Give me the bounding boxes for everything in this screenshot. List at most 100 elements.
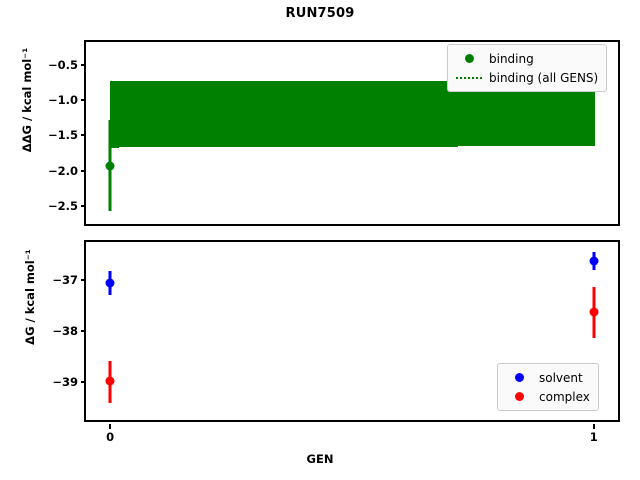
all-gens-band <box>287 80 297 147</box>
legend-item-complex: complex <box>506 387 590 406</box>
x-tick-mark <box>592 424 595 429</box>
all-gens-band <box>400 80 410 147</box>
y-tick-label: −0.5 <box>47 57 78 72</box>
all-gens-band <box>448 80 458 147</box>
all-gens-band <box>384 80 394 147</box>
all-gens-band <box>174 80 184 148</box>
bottom-panel-legend: solvent complex <box>497 363 599 411</box>
all-gens-band <box>279 80 289 147</box>
all-gens-band <box>190 80 200 148</box>
all-gens-band <box>352 80 362 147</box>
all-gens-band <box>376 80 386 147</box>
y-tick-label: −1.0 <box>47 93 78 108</box>
all-gens-band <box>182 80 192 148</box>
x-tick-label: 1 <box>589 430 598 444</box>
solvent-marker-icon <box>506 373 532 382</box>
legend-item-binding: binding <box>456 49 598 68</box>
all-gens-band <box>134 80 144 148</box>
legend-item-binding-all-gens: binding (all GENS) <box>456 68 598 87</box>
all-gens-band <box>529 80 539 147</box>
all-gens-band <box>569 80 579 147</box>
all-gens-band <box>231 80 241 148</box>
all-gens-band <box>553 80 563 147</box>
all-gens-band <box>271 80 281 148</box>
all-gens-band <box>295 80 305 147</box>
all-gens-band <box>464 80 474 147</box>
all-gens-band <box>360 80 370 147</box>
y-tick-label: −37 <box>52 273 78 288</box>
all-gens-band <box>521 80 531 147</box>
figure-title: RUN7509 <box>285 6 355 21</box>
legend-label-binding: binding <box>489 51 534 66</box>
x-tick-label: 0 <box>106 430 115 444</box>
y-tick-label: −2.5 <box>47 199 78 214</box>
all-gens-band <box>440 80 450 147</box>
legend-label-complex: complex <box>539 389 590 404</box>
all-gens-band <box>513 80 523 147</box>
all-gens-band <box>319 80 329 147</box>
top-panel-plot-area <box>86 42 618 224</box>
complex-marker-icon <box>506 392 532 401</box>
legend-label-binding-all-gens: binding (all GENS) <box>489 70 599 85</box>
all-gens-band <box>456 80 466 147</box>
all-gens-band <box>247 80 257 148</box>
all-gens-band <box>206 80 216 148</box>
all-gens-band <box>335 80 345 147</box>
bottom-panel-axes: solvent complex <box>84 240 620 422</box>
legend-label-solvent: solvent <box>539 370 583 385</box>
all-gens-band <box>472 80 482 147</box>
all-gens-band <box>432 80 442 147</box>
all-gens-band <box>150 80 160 148</box>
all-gens-band <box>343 80 353 147</box>
all-gens-band <box>158 80 168 148</box>
all-gens-band <box>585 80 595 147</box>
all-gens-band <box>545 80 555 147</box>
all-gens-band <box>303 80 313 147</box>
all-gens-band <box>198 80 208 148</box>
all-gens-band <box>424 80 434 147</box>
all-gens-band <box>311 80 321 147</box>
y-tick-label: −2.0 <box>47 163 78 178</box>
all-gens-band <box>118 80 128 148</box>
x-tick-mark <box>109 424 112 429</box>
all-gens-band <box>408 80 418 147</box>
all-gens-band <box>223 80 233 148</box>
all-gens-band <box>577 80 587 147</box>
all-gens-band <box>255 80 265 148</box>
legend-item-solvent: solvent <box>506 368 590 387</box>
all-gens-band <box>142 80 152 148</box>
data-point-binding <box>105 161 115 171</box>
all-gens-band <box>480 80 491 147</box>
all-gens-band <box>239 80 249 148</box>
all-gens-band <box>263 80 273 148</box>
all-gens-band <box>561 80 571 147</box>
all-gens-band <box>416 80 426 147</box>
y-tick-label: −1.5 <box>47 128 78 143</box>
all-gens-band <box>392 80 402 147</box>
data-point-complex <box>589 307 599 317</box>
data-point-complex <box>105 376 115 386</box>
top-panel-axes: binding binding (all GENS) <box>84 40 620 226</box>
all-gens-band <box>166 80 176 148</box>
all-gens-band <box>505 80 515 147</box>
all-gens-band <box>368 80 378 147</box>
y-tick-label: −39 <box>52 374 78 389</box>
binding-marker-icon <box>456 54 482 63</box>
all-gens-band <box>327 80 337 147</box>
binding-all-gens-line-icon <box>456 76 482 79</box>
all-gens-band <box>497 80 507 147</box>
all-gens-band <box>537 80 547 147</box>
y-tick-label: −38 <box>52 324 78 338</box>
data-point-solvent <box>589 256 599 266</box>
x-axis-label: GEN <box>306 452 334 466</box>
bottom-panel-y-axis-label: ΔG / kcal mol⁻¹ <box>23 249 37 345</box>
top-panel-legend: binding binding (all GENS) <box>447 44 608 92</box>
all-gens-band <box>489 80 499 147</box>
bottom-panel-plot-area <box>86 242 618 420</box>
all-gens-band <box>214 80 225 148</box>
all-gens-band <box>110 80 120 148</box>
all-gens-band <box>126 80 136 148</box>
data-point-solvent <box>105 278 115 288</box>
